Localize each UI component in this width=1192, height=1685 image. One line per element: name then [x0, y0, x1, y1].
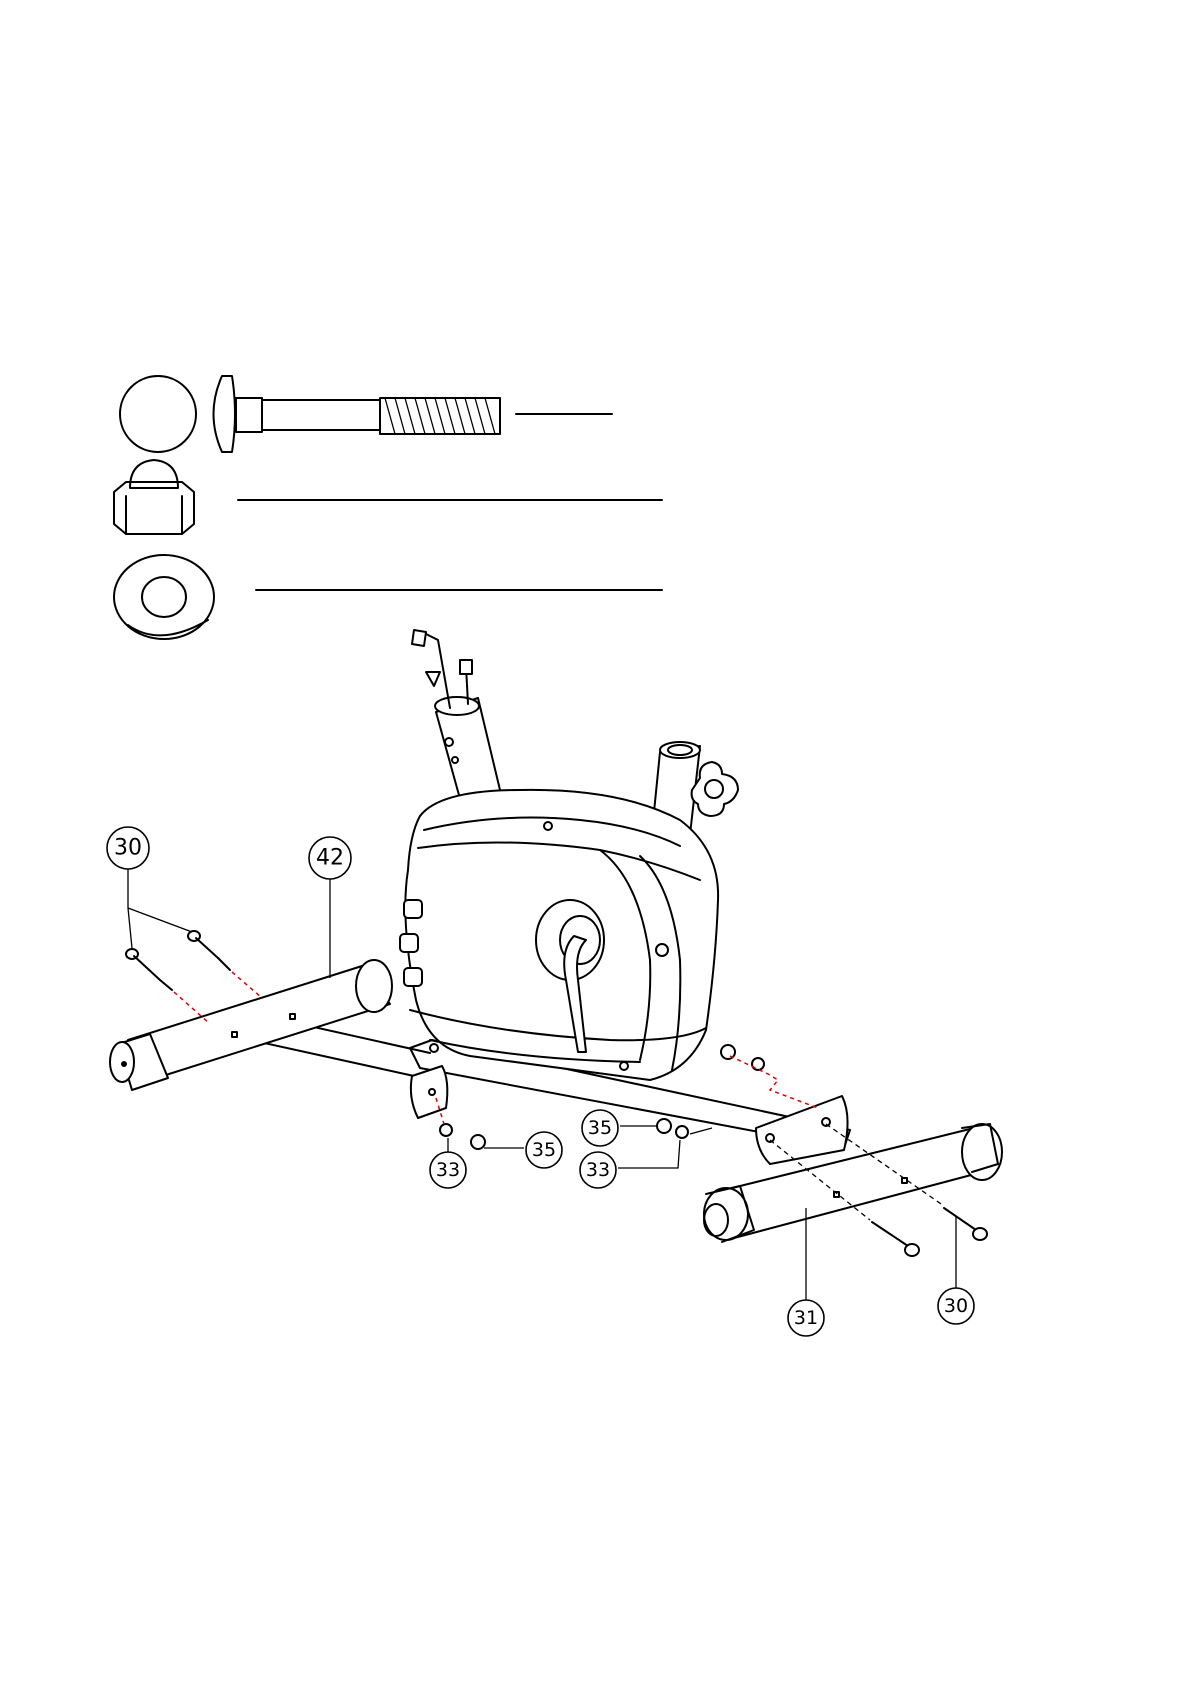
- bolt-icon: [872, 1222, 919, 1256]
- rear-nut-washer: [721, 1045, 818, 1108]
- washer-icon: [440, 1124, 452, 1136]
- callout-30-left: 30: [107, 827, 192, 948]
- callout-label: 42: [316, 846, 344, 871]
- cap-nut-icon: [471, 1135, 485, 1149]
- callout-33-mid: 33: [580, 1140, 680, 1188]
- bolt-icon: [188, 931, 230, 970]
- callout-label: 30: [944, 1295, 968, 1317]
- washer-icon: [752, 1058, 764, 1070]
- front-mounting-plate: [411, 1066, 447, 1118]
- callout-label: 33: [436, 1159, 460, 1181]
- callout-label: 30: [114, 836, 142, 861]
- callout-label: 33: [586, 1159, 610, 1181]
- callout-30-right: 30: [938, 1216, 974, 1324]
- callout-35-left: 35: [484, 1132, 562, 1168]
- flywheel-housing: [400, 790, 718, 1080]
- carriage-bolt-icon: [214, 376, 501, 452]
- washer-icon: [676, 1126, 688, 1138]
- callout-label: 31: [794, 1307, 818, 1329]
- cap-nut-icon: [657, 1119, 671, 1133]
- callout-label: 35: [532, 1139, 556, 1161]
- hardware-legend: [114, 376, 662, 639]
- carriage-bolt-head-icon: [120, 376, 196, 452]
- callout-label: 35: [588, 1117, 612, 1139]
- seat-post-tube: [412, 630, 500, 806]
- front-stabilizer-tube: [110, 960, 392, 1090]
- bolt-icon: [126, 949, 172, 990]
- cap-nut-icon: [114, 460, 194, 534]
- rear-stabilizer-tube: [704, 1124, 1002, 1242]
- callout-35-mid: 35: [582, 1110, 658, 1146]
- tension-knob-icon: [692, 762, 738, 816]
- bolt-icon: [944, 1208, 987, 1240]
- callout-42: 42: [309, 837, 351, 978]
- washer-icon: [114, 555, 214, 639]
- callout-33-left: 33: [430, 1138, 466, 1188]
- callout-31: 31: [788, 1208, 824, 1336]
